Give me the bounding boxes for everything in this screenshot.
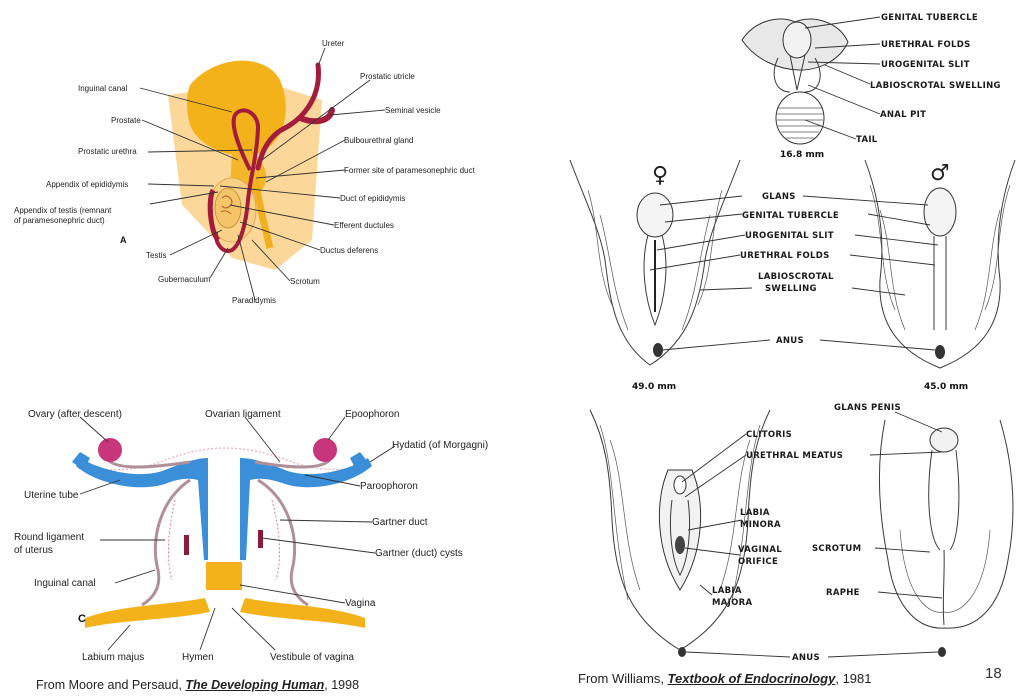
label-appendix-testis-2: of paramesonephric duct) — [14, 216, 105, 225]
label-anal-pit: ANAL PIT — [880, 110, 926, 120]
label-former-site: Former site of paramesonephric duct — [344, 166, 476, 175]
label-labioscrotal-2: SWELLING — [765, 284, 817, 294]
panel-embryo-16mm: GENITAL TUBERCLE URETHRAL FOLDS UROGENIT… — [742, 13, 1001, 160]
label-clitoris: CLITORIS — [746, 430, 792, 440]
female-mid-anus — [653, 343, 663, 357]
caption-right: From Williams, Textbook of Endocrinology… — [578, 671, 872, 686]
left-round-ligament — [142, 480, 190, 605]
caption-right-suffix: , 1981 — [835, 671, 871, 686]
label-uterine-tube: Uterine tube — [24, 490, 79, 501]
label-labia-minora-2: MINORA — [740, 520, 781, 530]
label-labia-majora-1: LABIA — [712, 586, 742, 596]
caption-left-suffix: , 1998 — [324, 678, 359, 692]
label-genital-tubercle-top: GENITAL TUBERCLE — [881, 13, 978, 23]
caption-right-prefix: From Williams, — [578, 671, 668, 686]
female-mature-clitoris — [674, 476, 686, 494]
label-epoophoron: Epoophoron — [345, 409, 400, 420]
label-seminal-vesicle: Seminal vesicle — [385, 106, 441, 115]
label-bulbourethral-gland: Bulbourethral gland — [344, 136, 413, 145]
female-mid-glans — [637, 193, 673, 237]
label-ovarian-ligament: Ovarian ligament — [205, 409, 281, 420]
left-gartner-duct — [168, 500, 175, 580]
size-16mm: 16.8 mm — [780, 150, 824, 160]
label-paroophoron: Paroophoron — [360, 481, 418, 492]
male-mid-glans — [924, 188, 956, 236]
panel-a-male-internal: Ureter Prostatic utricle Inguinal canal … — [14, 39, 476, 305]
label-raphe: RAPHE — [826, 588, 860, 598]
right-ovary — [313, 438, 337, 462]
label-anus-mature: ANUS — [792, 653, 820, 663]
label-urethral-folds-mid: URETHRAL FOLDS — [740, 251, 830, 261]
left-ovary — [98, 438, 122, 462]
label-anus-mid: ANUS — [776, 336, 804, 346]
uterus-shape — [76, 458, 372, 560]
male-symbol: ♂ — [930, 161, 950, 186]
panel-a-letter: A — [120, 235, 127, 245]
label-hymen: Hymen — [182, 652, 214, 663]
label-gartner-cysts: Gartner (duct) cysts — [375, 548, 463, 559]
label-appendix-testis-1: Appendix of testis (remnant — [14, 206, 112, 215]
caption-left-title: The Developing Human — [185, 678, 324, 692]
female-mature-orifice — [675, 536, 685, 554]
label-paradidymis: Paradidymis — [232, 296, 276, 305]
label-inguinal-canal-male: Inguinal canal — [78, 84, 128, 93]
page-number: 18 — [985, 665, 1002, 682]
right-round-ligament — [258, 480, 308, 605]
label-urogenital-slit-top: UROGENITAL SLIT — [881, 60, 970, 70]
label-scrotum-male: Scrotum — [290, 277, 320, 286]
label-glans-penis: GLANS PENIS — [834, 403, 901, 413]
label-vestibule: Vestibule of vagina — [270, 652, 354, 663]
vagina-shape — [206, 562, 242, 590]
panel-embryo-mid: ♀ ♂ GLANS GENITAL TUBERCLE UROGENITAL SL… — [570, 160, 1015, 392]
label-tail: TAIL — [856, 135, 878, 145]
size-49mm: 49.0 mm — [632, 382, 676, 392]
female-mature-anus — [678, 647, 686, 657]
label-labium-majus: Labium majus — [82, 652, 144, 663]
caption-left-prefix: From Moore and Persaud, — [36, 678, 185, 692]
label-inguinal-canal-female: Inguinal canal — [34, 578, 96, 589]
caption-left: From Moore and Persaud, The Developing H… — [36, 678, 359, 692]
label-efferent-ductules: Efferent ductules — [334, 221, 394, 230]
panel-mature-external: GLANS PENIS CLITORIS URETHRAL MEATUS LAB… — [590, 403, 1013, 663]
embryo-tail — [776, 92, 824, 144]
label-ureter: Ureter — [322, 39, 345, 48]
label-gubernaculum: Gubernaculum — [158, 275, 211, 284]
label-ductus-deferens: Ductus deferens — [320, 246, 378, 255]
label-duct-epididymis: Duct of epididymis — [340, 194, 405, 203]
label-genital-tubercle-mid: GENITAL TUBERCLE — [742, 211, 839, 221]
right-gartner-cyst — [258, 530, 263, 548]
label-glans-mid: GLANS — [762, 192, 796, 202]
label-hydatid: Hydatid (of Morgagni) — [392, 440, 488, 451]
label-prostatic-utricle: Prostatic utricle — [360, 72, 415, 81]
left-gartner-cyst — [184, 535, 189, 555]
label-round-ligament-2: of uterus — [14, 545, 53, 556]
label-appendix-epididymis: Appendix of epididymis — [46, 180, 128, 189]
label-prostatic-urethra: Prostatic urethra — [78, 147, 137, 156]
panel-c-letter: C — [78, 613, 86, 625]
label-urethral-folds-top: URETHRAL FOLDS — [881, 40, 971, 50]
label-ovary: Ovary (after descent) — [28, 409, 122, 420]
male-mature-glans — [930, 428, 958, 452]
label-labioscrotal-top: LABIOSCROTAL SWELLING — [870, 81, 1001, 91]
label-vaginal-orifice-1: VAGINAL — [738, 545, 782, 555]
label-testis: Testis — [146, 251, 166, 260]
label-labioscrotal-1: LABIOSCROTAL — [758, 272, 834, 282]
male-mature-anus — [938, 647, 946, 657]
label-gartner-duct: Gartner duct — [372, 517, 428, 528]
label-labia-minora-1: LABIA — [740, 508, 770, 518]
label-urogenital-slit-mid: UROGENITAL SLIT — [745, 231, 834, 241]
label-round-ligament-1: Round ligament — [14, 532, 84, 543]
size-45mm: 45.0 mm — [924, 382, 968, 392]
panel-c-female-internal: Ovary (after descent) Ovarian ligament E… — [14, 409, 488, 663]
label-vaginal-orifice-2: ORIFICE — [738, 557, 778, 567]
label-urethral-meatus: URETHRAL MEATUS — [746, 451, 843, 461]
male-mid-anus — [935, 345, 945, 359]
label-prostate: Prostate — [111, 116, 141, 125]
label-vagina: Vagina — [345, 598, 376, 609]
female-symbol: ♀ — [652, 163, 668, 188]
caption-right-title: Textbook of Endocrinology — [668, 671, 836, 686]
label-labia-majora-2: MAJORA — [712, 598, 752, 608]
label-scrotum-mature: SCROTUM — [812, 544, 861, 554]
